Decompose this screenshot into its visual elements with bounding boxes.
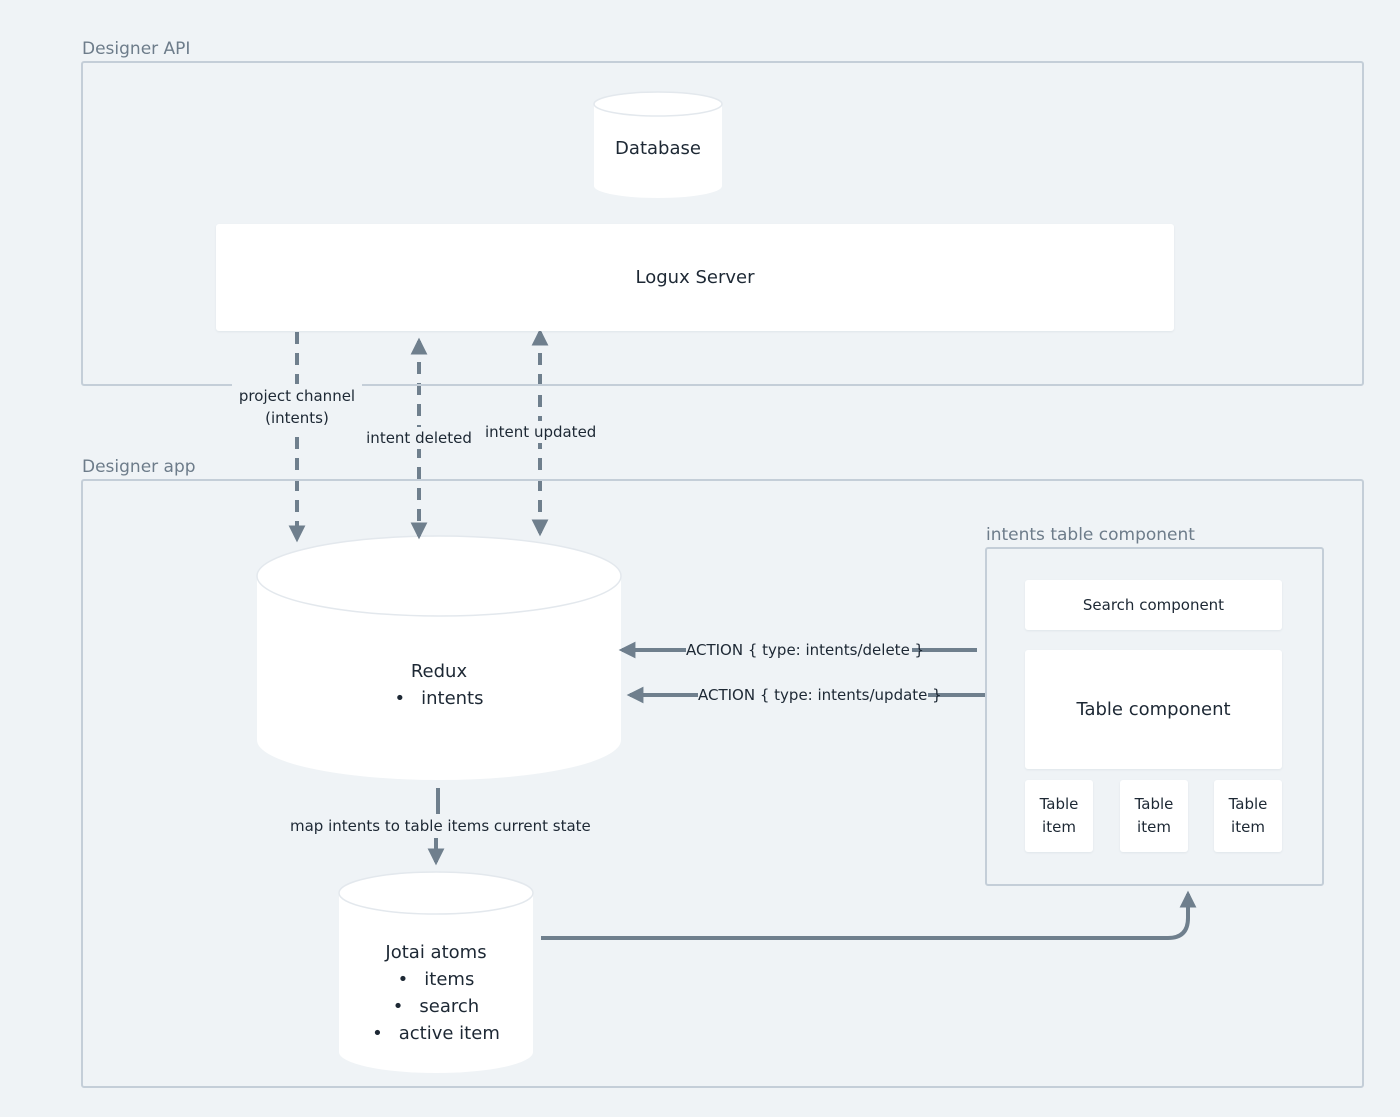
edge-label-action-update: ACTION { type: intents/update } [698, 684, 942, 706]
jotai-item: items [339, 966, 533, 993]
table-item-node: Table item [1214, 780, 1282, 852]
logux-server-label: Logux Server [635, 267, 755, 288]
group-label-intents-table-component: intents table component [986, 525, 1195, 545]
table-component-node: Table component [1025, 650, 1282, 769]
edge-label-project-channel: project channel (intents) [232, 384, 362, 430]
edge-label-intent-deleted: intent deleted [366, 427, 472, 449]
group-designer-api [81, 61, 1364, 386]
edge-jotai-to-table [541, 890, 1197, 940]
table-component-label: Table component [1076, 699, 1231, 720]
group-label-designer-app: Designer app [82, 457, 196, 477]
jotai-node-text: Jotai atoms items search active item [339, 939, 533, 1047]
redux-node-text: Redux intents [257, 658, 621, 712]
jotai-items: items search active item [339, 966, 533, 1047]
edge-label-action-delete: ACTION { type: intents/delete } [686, 639, 925, 661]
group-label-designer-api: Designer API [82, 39, 191, 59]
table-item-label: Table item [1134, 795, 1174, 836]
table-item-label: Table item [1039, 795, 1079, 836]
jotai-item: active item [339, 1020, 533, 1047]
table-item-node: Table item [1120, 780, 1188, 852]
group-designer-app [81, 479, 1364, 1088]
edge-label-intent-updated: intent updated [485, 421, 597, 443]
group-intents-table-component [985, 547, 1324, 886]
redux-items: intents [394, 685, 483, 712]
database-label: Database [615, 138, 701, 159]
jotai-title: Jotai atoms [385, 942, 487, 963]
table-item-node: Table item [1025, 780, 1093, 852]
redux-item: intents [394, 685, 483, 712]
search-component-node: Search component [1025, 580, 1282, 630]
jotai-item: search [339, 993, 533, 1020]
table-item-label: Table item [1228, 795, 1268, 836]
edge-label-map-intents: map intents to table items current state [290, 815, 591, 837]
database-cylinder [593, 91, 723, 198]
search-component-label: Search component [1082, 596, 1225, 614]
logux-server-node: Logux Server [216, 224, 1174, 331]
redux-cylinder [256, 535, 622, 780]
redux-title: Redux [410, 661, 468, 682]
